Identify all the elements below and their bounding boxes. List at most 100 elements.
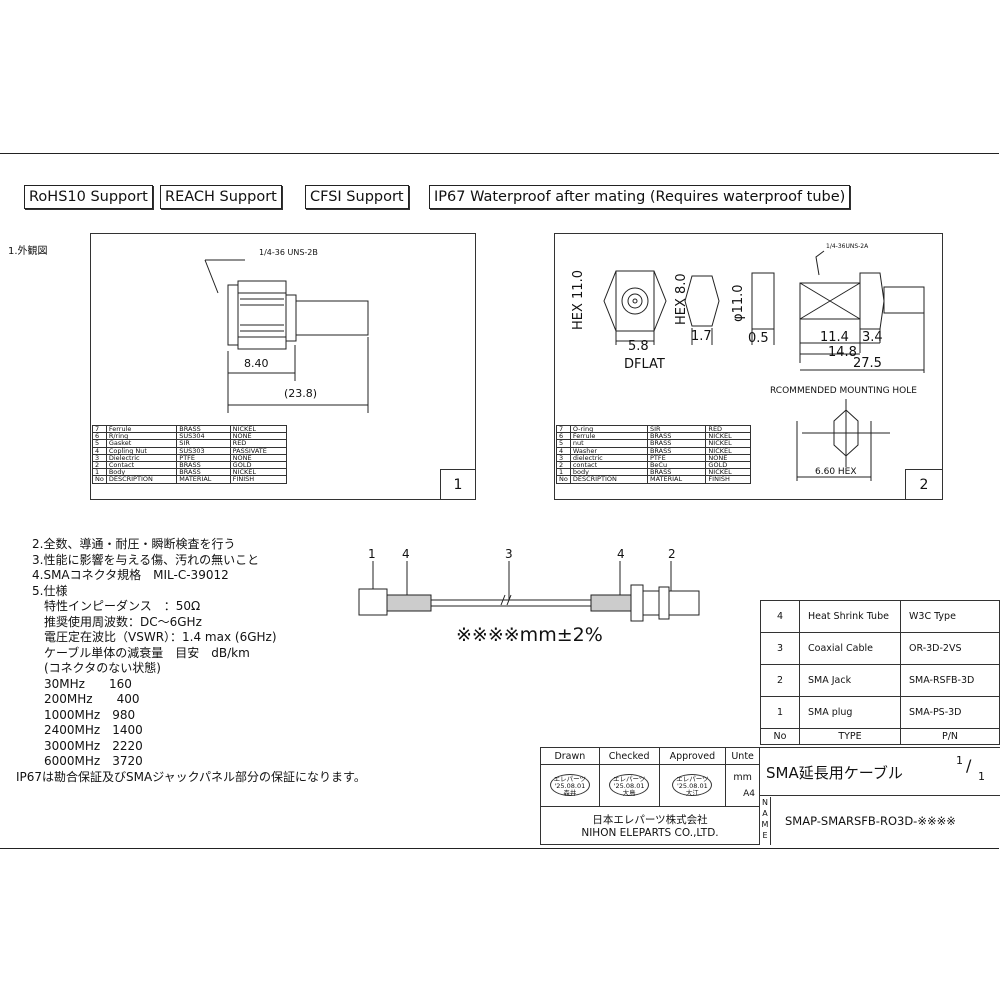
parts-cell: NICKEL xyxy=(705,446,751,455)
figure1-drawing xyxy=(204,259,369,413)
checked-label: Checked xyxy=(598,747,660,765)
spec-line: 特性インピーダンス ：50Ω xyxy=(32,599,201,613)
company-en: NIHON ELEPARTS CO.,LTD. xyxy=(581,827,719,839)
callout-2: 2 xyxy=(668,547,676,561)
title-block-approvals: Drawn Checked Approved Unte エレパーツ'25.08.… xyxy=(540,747,760,845)
fig2-number: 2 xyxy=(905,469,943,500)
parts-cell: SUS304 xyxy=(176,432,231,441)
bom-cell: 4 xyxy=(760,600,800,633)
bom-cell: Heat Shrink Tube xyxy=(799,600,901,633)
drawing-sheet xyxy=(0,153,999,849)
cable-length: ※※※※mm±2% xyxy=(456,624,603,646)
fig2-hex8: HEX 8.0 xyxy=(674,273,689,325)
bom-header-cell: P/N xyxy=(900,728,1000,745)
figure2-drawing xyxy=(603,250,925,481)
fig2-dim58: 5.8 xyxy=(628,339,649,354)
fig2-phi11: φ11.0 xyxy=(731,284,746,322)
parts-cell: MATERIAL xyxy=(176,475,231,484)
parts-cell: No xyxy=(92,475,107,484)
spec-line: 3.性能に影響を与える傷、汚れの無いこと xyxy=(32,552,260,567)
part-name: SMAP-SMARSFB-RO3D-※※※※ xyxy=(785,814,956,828)
parts-cell: PASSIVATE xyxy=(229,446,288,455)
fig2-dim17: 1.7 xyxy=(691,329,712,344)
spec-line: IP67は勘合保証及びSMAジャックパネル部分の保証になります。 xyxy=(16,769,366,784)
fig2-mount-hex: 6.60 HEX xyxy=(815,467,857,477)
callout-4b: 4 xyxy=(617,547,625,561)
parts-cell: SUS303 xyxy=(176,446,231,455)
spec-line: 推奨使用周波数：DC～6GHz xyxy=(32,614,202,629)
paper-size: A4 xyxy=(743,789,755,799)
ip67-badge: IP67 Waterproof after mating (Requires w… xyxy=(429,185,851,209)
spec-line: ケーブル単体の減衰量 目安 dB/km xyxy=(32,645,250,660)
sheet-slash: / xyxy=(966,756,972,775)
bom-cell: W3C Type xyxy=(900,600,1000,633)
bom-cell: SMA plug xyxy=(799,696,901,729)
parts-cell: MATERIAL xyxy=(646,475,707,484)
cable-assembly-drawing xyxy=(358,561,700,622)
title-cell: SMA延長用ケーブル 1 / 1 xyxy=(760,747,1000,796)
sheet-num: 1 xyxy=(956,754,963,767)
name-label: NAME xyxy=(760,797,771,845)
fig2-hex11: HEX 11.0 xyxy=(571,270,586,330)
fig2-dim114: 11.4 xyxy=(820,330,849,345)
drawing-title: SMA延長用ケーブル xyxy=(766,764,903,782)
callout-3: 3 xyxy=(505,547,513,561)
cfsi-badge: CFSI Support xyxy=(305,185,409,209)
bom-cell: OR-3D-2VS xyxy=(900,632,1000,665)
sheet-den: 1 xyxy=(978,770,985,783)
bom-header-cell: No xyxy=(760,728,800,745)
fig2-dflat: DFLAT xyxy=(624,357,665,372)
spec-line: 200MHz 400 xyxy=(32,692,140,706)
reach-badge: REACH Support xyxy=(160,185,282,209)
parts-cell: DESCRIPTION xyxy=(105,475,178,484)
fig2-dim275: 27.5 xyxy=(853,356,882,371)
callout-1: 1 xyxy=(368,547,376,561)
callout-4a: 4 xyxy=(402,547,410,561)
spec-line: 3000MHz 2220 xyxy=(32,738,143,753)
spec-line: 30MHz 160 xyxy=(32,676,132,691)
spec-line: 電圧定在波比（VSWR）：1.4 max (6GHz) xyxy=(32,630,277,644)
bom-cell: SMA-PS-3D xyxy=(900,696,1000,729)
bom-cell: 2 xyxy=(760,664,800,697)
bom-header-cell: TYPE xyxy=(799,728,901,745)
bom-cell: Coaxial Cable xyxy=(799,632,901,665)
parts-cell: FINISH xyxy=(705,475,751,484)
spec-line: (コネクタのない状態) xyxy=(32,661,161,675)
parts-cell: DESCRIPTION xyxy=(569,475,648,484)
fig2-thread-note: 1/4-36UNS-2A xyxy=(826,243,869,250)
company-jp: 日本エレパーツ株式会社 xyxy=(592,814,708,826)
fig1-dim-b: (23.8) xyxy=(284,387,318,400)
spec-line: 5.仕様 xyxy=(32,583,68,598)
bom-cell: 1 xyxy=(760,696,800,729)
fig2-mount-title: RCOMMENDED MOUNTING HOLE xyxy=(770,386,917,396)
fig2-dim05: 0.5 xyxy=(748,331,769,346)
fig1-dim-a: 8.40 xyxy=(244,357,269,370)
fig2-dim148: 14.8 xyxy=(828,345,857,360)
approved-label: Approved xyxy=(658,747,727,765)
fig1-thread-note: 1/4-36 UNS-2B xyxy=(259,248,318,257)
drawn-label: Drawn xyxy=(540,747,600,765)
parts-cell: No xyxy=(556,475,571,484)
spec-line: 6000MHz 3720 xyxy=(32,754,143,768)
spec-line: 1000MHz 980 xyxy=(32,707,136,722)
spec-line: 4.SMAコネクタ規格 MIL-C-39012 xyxy=(32,568,229,582)
company-cell: 日本エレパーツ株式会社 NIHON ELEPARTS CO.,LTD. xyxy=(540,806,760,845)
bom-cell: SMA Jack xyxy=(799,664,901,697)
spec-line: 2.全数、導通・耐圧・瞬断検査を行う xyxy=(32,537,236,551)
rohs-badge: RoHS10 Support xyxy=(24,185,153,209)
